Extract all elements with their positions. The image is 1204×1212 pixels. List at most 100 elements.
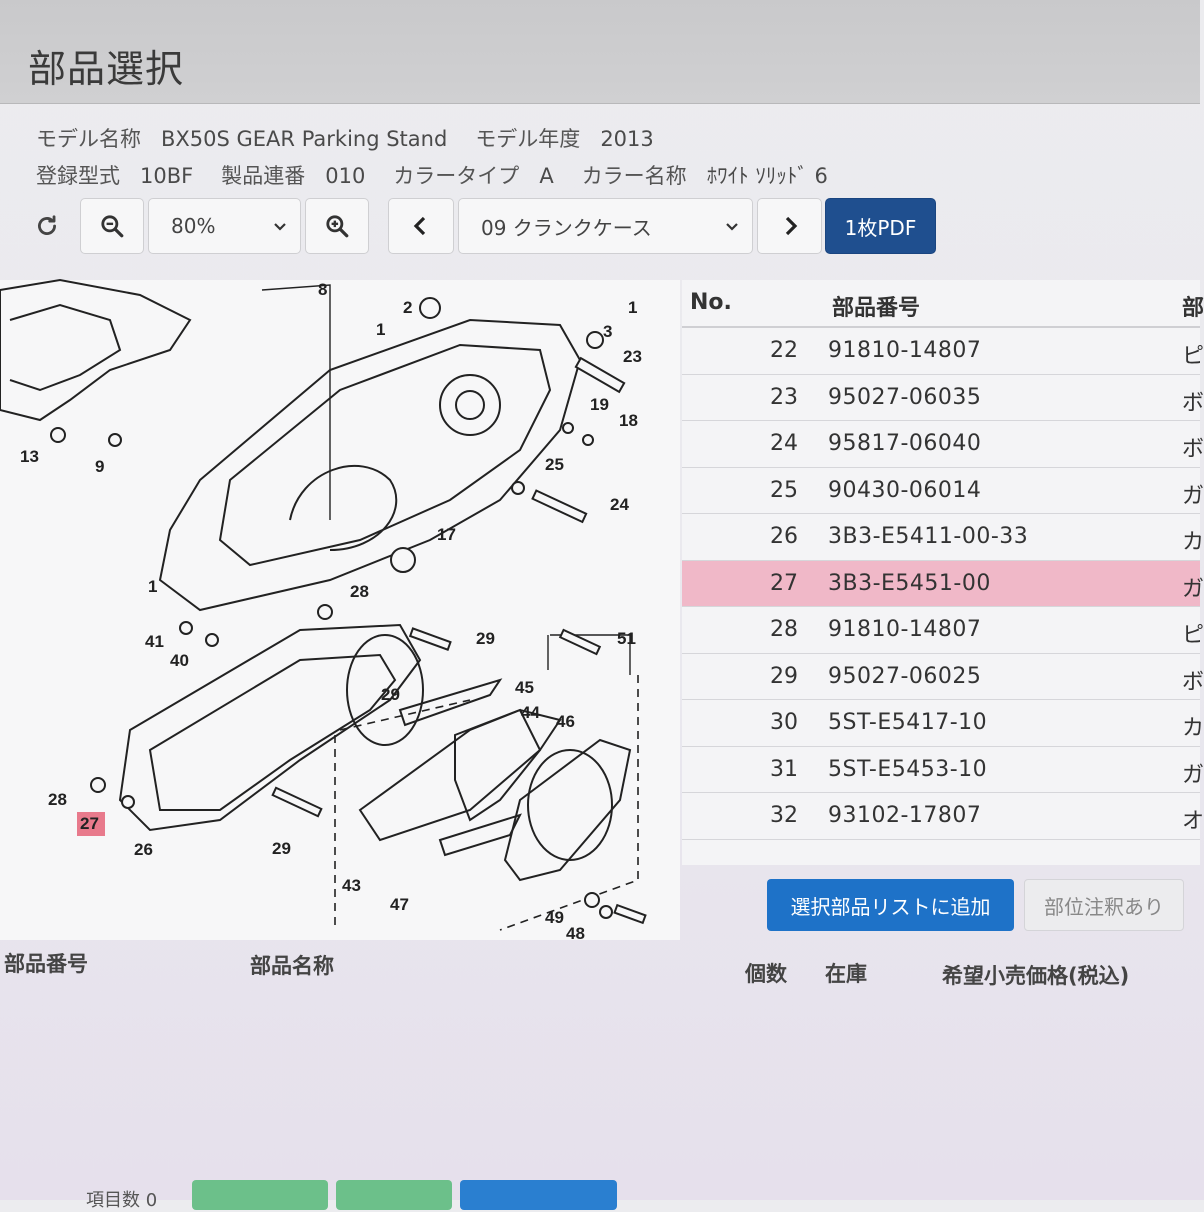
model-year-value: 2013 xyxy=(600,127,654,151)
zoom-in-button[interactable] xyxy=(305,198,369,254)
chevron-down-icon xyxy=(274,223,286,231)
callout-label: 49 xyxy=(545,908,564,927)
parts-table-row[interactable]: 23 95027-06035 ボ xyxy=(682,375,1204,421)
callout-label: 45 xyxy=(515,678,534,697)
next-section-button[interactable] xyxy=(757,198,822,254)
pdf-button[interactable]: 1枚PDF xyxy=(825,198,936,254)
model-name-value: BX50S GEAR Parking Stand xyxy=(161,127,448,151)
callout-label: 9 xyxy=(95,457,104,476)
row-part-number: 91810-14807 xyxy=(828,338,982,363)
callout-label: 18 xyxy=(619,411,638,430)
callout-label: 46 xyxy=(556,712,575,731)
section-select[interactable]: 09 クランクケース xyxy=(458,198,753,254)
part-note-button[interactable]: 部位注釈あり xyxy=(1024,879,1184,931)
parts-table-row[interactable]: 31 5ST-E5453-10 ガ xyxy=(682,747,1204,793)
callout-label: 2 xyxy=(403,298,412,317)
parts-diagram[interactable]: 8 2 1 3 1 23 19 18 13 9 25 24 17 1 28 41… xyxy=(0,278,680,943)
bottom-blue-button[interactable] xyxy=(460,1180,617,1210)
row-name: ピ xyxy=(1182,623,1204,648)
parts-table-row[interactable]: 26 3B3-E5411-00-33 カ xyxy=(682,514,1204,561)
zoom-out-icon xyxy=(101,215,124,238)
callout-label: 44 xyxy=(521,703,540,722)
section-value: 09 クランクケース xyxy=(481,215,652,240)
row-no: 23 xyxy=(770,384,798,410)
callout-label: 40 xyxy=(170,651,189,670)
row-part-number: 95027-06035 xyxy=(828,384,982,410)
callout-label: 13 xyxy=(20,447,39,466)
row-name: カ xyxy=(1182,530,1204,555)
callout-label: 48 xyxy=(566,924,585,943)
row-no: 31 xyxy=(770,756,798,782)
row-no: 27 xyxy=(770,570,798,596)
page-title: 部品選択 xyxy=(28,47,185,91)
parts-table-row[interactable]: 32 93102-17807 オ xyxy=(682,793,1204,840)
zoom-value: 80% xyxy=(171,214,216,238)
callout-label: 41 xyxy=(145,632,164,651)
list-header-part-number: 部品番号 xyxy=(4,952,88,976)
zoom-select[interactable]: 80% xyxy=(148,198,301,254)
row-no: 26 xyxy=(770,524,798,549)
refresh-button[interactable] xyxy=(20,198,74,254)
row-part-number: 3B3-E5451-00 xyxy=(828,570,991,596)
callout-label: 1 xyxy=(376,320,385,339)
selected-parts-list: 部品番号 部品名称 個数 在庫 希望小売価格(税込) xyxy=(0,942,1200,1200)
callout-label: 3 xyxy=(603,322,612,341)
reg-type-value: 10BF xyxy=(140,164,194,188)
row-no: 30 xyxy=(770,710,798,735)
callout-label: 47 xyxy=(390,895,409,914)
chevron-right-icon xyxy=(785,216,797,236)
prev-section-button[interactable] xyxy=(388,198,454,254)
add-to-list-button[interactable]: 選択部品リストに追加 xyxy=(767,879,1014,931)
row-no: 25 xyxy=(770,477,798,503)
callout-label: 43 xyxy=(342,876,361,895)
row-part-number: 93102-17807 xyxy=(828,803,982,828)
refresh-icon xyxy=(38,215,56,235)
bottom-green-button-2[interactable] xyxy=(336,1180,452,1210)
col-header-part-number: 部品番号 xyxy=(832,296,921,321)
row-part-number: 90430-06014 xyxy=(828,477,982,503)
page-header: 部品選択 xyxy=(0,0,1200,104)
callout-label: 28 xyxy=(350,582,369,601)
color-type-value: A xyxy=(539,164,554,188)
color-name-value: ﾎﾜｲﾄ ｿﾘｯﾄﾞ 6 xyxy=(706,164,828,188)
callout-label: 28 xyxy=(48,790,67,809)
callout-label: 8 xyxy=(318,280,327,299)
row-name: オ xyxy=(1182,809,1204,834)
row-part-number: 95027-06025 xyxy=(828,663,982,689)
callout-label: 23 xyxy=(623,347,642,366)
reg-type-label: 登録型式 xyxy=(36,164,120,188)
crankcase-illustration: 8 2 1 3 1 23 19 18 13 9 25 24 17 1 28 41… xyxy=(0,278,647,943)
row-part-number: 95817-06040 xyxy=(828,431,982,456)
row-name: ピ xyxy=(1182,344,1204,369)
zoom-in-icon xyxy=(326,215,349,238)
row-part-number: 3B3-E5411-00-33 xyxy=(828,524,1029,549)
row-no: 32 xyxy=(770,803,798,828)
bottom-green-button-1[interactable] xyxy=(192,1180,328,1210)
callout-27-highlight xyxy=(77,812,105,836)
row-name: ガ xyxy=(1182,762,1204,788)
callout-label: 29 xyxy=(476,629,495,648)
row-part-number: 5ST-E5417-10 xyxy=(828,710,988,735)
callout-label: 27 xyxy=(80,814,99,833)
callout-label: 19 xyxy=(590,395,609,414)
zoom-out-button[interactable] xyxy=(80,198,144,254)
callout-label: 26 xyxy=(134,840,153,859)
serial-value: 010 xyxy=(325,164,366,188)
list-header-price: 希望小売価格(税込) xyxy=(942,964,1130,988)
row-name: ボ xyxy=(1182,390,1204,416)
list-header-part-name: 部品名称 xyxy=(250,954,334,978)
callout-label: 1 xyxy=(148,577,157,596)
col-header-name: 部 xyxy=(1182,296,1204,321)
list-header-stock: 在庫 xyxy=(825,962,867,986)
color-type-label: カラータイプ xyxy=(393,164,520,188)
row-part-number: 5ST-E5453-10 xyxy=(828,756,988,782)
